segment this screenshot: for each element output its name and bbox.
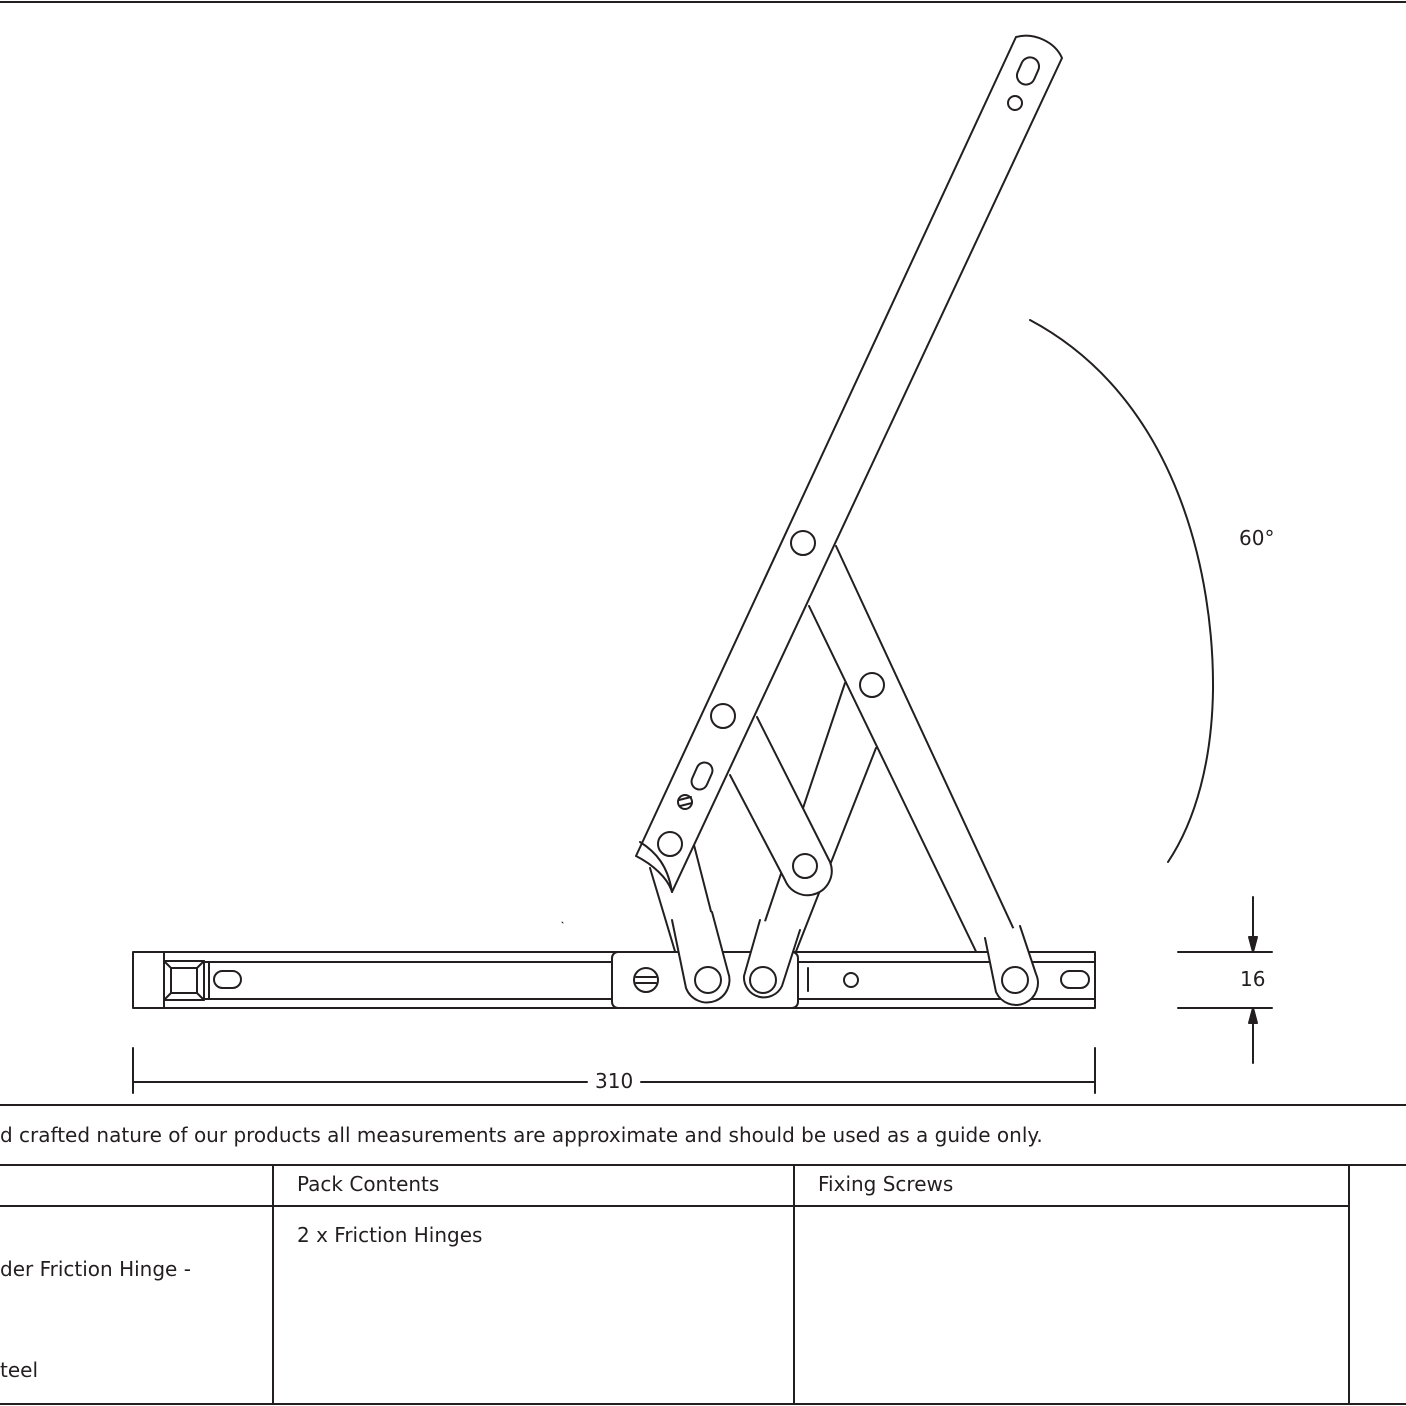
- link-rivet-short: [792, 853, 818, 879]
- pack-contents-header: Pack Contents: [297, 1172, 440, 1196]
- track-end-bevel-4: [196, 992, 205, 1001]
- pivot-rivet-3: [1001, 966, 1029, 994]
- description-line-1: der Friction Hinge -: [0, 1257, 191, 1281]
- length-dimension: [132, 1047, 1096, 1094]
- angle-label: 60°: [1239, 526, 1275, 550]
- length-label: 310: [591, 1069, 638, 1093]
- description-line-2: teel: [0, 1358, 39, 1382]
- sash-arm: [635, 34, 1063, 893]
- stray-mark: [561, 921, 564, 924]
- slider-screw: [633, 967, 659, 993]
- short-link-arm: [729, 716, 833, 897]
- track-slot-right: [1060, 970, 1090, 989]
- track-end-bevel-3: [163, 992, 172, 1001]
- angle-arc: [1029, 319, 1215, 863]
- sash-screw-slot-2: [679, 802, 693, 807]
- fixing-screws-header: Fixing Screws: [818, 1172, 954, 1196]
- sash-rivet-mid: [710, 703, 736, 729]
- track-pivots: [671, 911, 1039, 1006]
- track-slot-left: [213, 970, 242, 989]
- link-rivet-long-stay: [859, 672, 885, 698]
- sash-screw: [677, 794, 693, 810]
- height-arrow-top-head: [1248, 936, 1258, 953]
- sash-arm-end: [639, 841, 673, 893]
- height-label: 16: [1240, 967, 1266, 991]
- track-end-block-inner: [170, 967, 198, 994]
- pivot-rivet-2: [749, 966, 777, 994]
- height-dimension: [1177, 896, 1273, 1064]
- sash-slot-top: [1015, 56, 1041, 86]
- sash-rivet-lower: [657, 831, 683, 857]
- pack-contents-value: 2 x Friction Hinges: [297, 1223, 483, 1247]
- track-end-bevel-1: [163, 960, 172, 969]
- pivot-rivet-1: [694, 966, 722, 994]
- sash-rivet-upper: [790, 530, 816, 556]
- track-end-bevel-2: [196, 960, 205, 969]
- sash-hole-top: [1007, 95, 1023, 111]
- sash-screw-slot-1: [678, 796, 692, 801]
- height-arrow-bottom-head: [1248, 1007, 1258, 1024]
- friction-hinge: [132, 34, 1096, 1009]
- hinge-stay-arms: [649, 545, 1040, 1009]
- sash-slot-lower: [690, 761, 714, 791]
- track-hole: [843, 972, 859, 988]
- hinge-track: [132, 951, 1096, 1009]
- disclaimer-text: d crafted nature of our products all mea…: [0, 1123, 1043, 1147]
